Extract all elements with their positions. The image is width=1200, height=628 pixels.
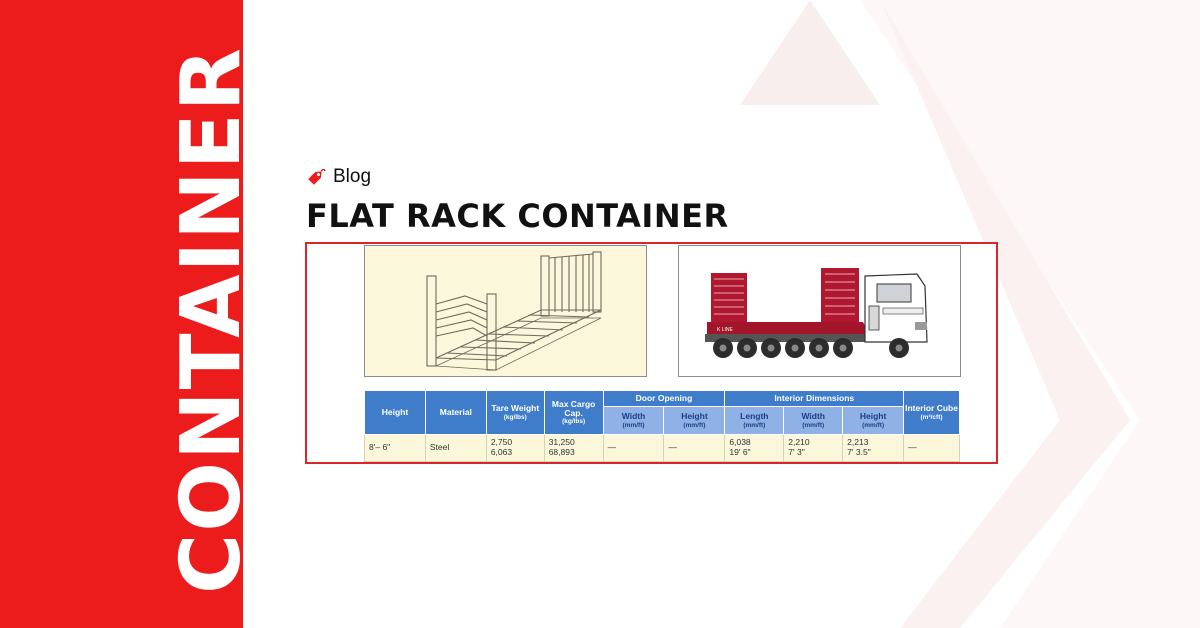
- cell-int-width-mm: 2,210: [788, 437, 810, 448]
- cell-int-length-ft: 19' 6": [729, 447, 751, 457]
- col-tare-unit: (kg/lbs): [503, 413, 527, 421]
- cell-int-width-ft: 7' 3": [788, 447, 805, 457]
- col-int-width-label: Width: [801, 411, 825, 422]
- col-int-length-label: Length: [740, 411, 769, 422]
- col-interior-dimensions: Interior Dimensions: [724, 390, 905, 407]
- cell-tare-kg: 2,750: [490, 437, 513, 448]
- col-door-width-unit: (mm/ft): [622, 421, 645, 429]
- col-height: Height: [364, 390, 426, 435]
- cell-max: 31,250 68,893: [543, 434, 604, 462]
- side-banner-text: CONTAINER: [164, 46, 243, 594]
- flat-rack-truck-drawing: K LINE: [705, 268, 928, 358]
- cell-door-width: —: [602, 434, 665, 462]
- truck-brand-text: K LINE: [717, 327, 734, 333]
- cell-door-height: —: [663, 434, 726, 462]
- col-int-length-unit: (mm/ft): [743, 421, 766, 429]
- col-door-width: Width (mm/ft): [602, 406, 665, 435]
- col-int-height: Height (mm/ft): [842, 406, 905, 435]
- category-label[interactable]: Blog: [333, 166, 372, 187]
- col-door-height: Height (mm/ft): [663, 406, 726, 435]
- table-row: 8'– 6" Steel 2,750 6,063 31,250 68,893 —…: [364, 434, 960, 462]
- category-tag[interactable]: Blog: [305, 166, 371, 188]
- featured-figure: K LINE: [305, 242, 998, 464]
- cell-tare: 2,750 6,063: [485, 434, 545, 462]
- col-door-height-label: Height: [681, 411, 708, 422]
- flat-rack-sketch-drawing: [426, 251, 602, 371]
- col-max-unit: (kg/lbs): [562, 418, 586, 426]
- cell-max-lbs: 68,893: [548, 447, 575, 457]
- col-max-cargo: Max Cargo Cap. (kg/lbs): [543, 390, 604, 435]
- cell-max-kg: 31,250: [548, 437, 575, 448]
- page-title: FLAT RACK CONTAINER: [306, 197, 729, 235]
- spec-table: Height Material Tare Weight (kg/lbs) Max…: [364, 390, 960, 462]
- col-int-height-unit: (mm/ft): [862, 421, 885, 429]
- cell-int-length-mm: 6,038: [729, 437, 751, 448]
- col-int-height-label: Height: [859, 411, 887, 422]
- cell-int-width: 2,210 7' 3": [783, 434, 844, 462]
- col-max-label: Max Cargo Cap.: [551, 398, 596, 418]
- col-tare-label: Tare Weight: [491, 403, 540, 414]
- flat-rack-sketch: [364, 245, 647, 377]
- cell-int-height-mm: 2,213: [847, 437, 869, 448]
- col-door-height-unit: (mm/ft): [683, 421, 706, 429]
- col-door-width-label: Width: [621, 411, 646, 422]
- col-int-width-unit: (mm/ft): [802, 421, 825, 429]
- col-int-width: Width (mm/ft): [783, 406, 844, 435]
- col-cube-unit: (m³/cft): [920, 413, 943, 421]
- cell-tare-lbs: 6,063: [490, 447, 513, 457]
- cell-height: 8'– 6": [364, 434, 426, 462]
- col-door-opening: Door Opening: [602, 390, 726, 407]
- cell-int-height: 2,213 7' 3.5": [842, 434, 905, 462]
- col-material: Material: [424, 390, 487, 435]
- flat-rack-truck: K LINE: [678, 245, 961, 377]
- cell-material: Steel: [424, 434, 487, 462]
- tag-icon: [308, 168, 326, 185]
- cell-int-length: 6,038 19' 6": [724, 434, 785, 462]
- col-tare: Tare Weight (kg/lbs): [485, 390, 545, 435]
- col-cube-label: Interior Cube: [905, 403, 958, 414]
- col-int-length: Length (mm/ft): [724, 406, 785, 435]
- side-banner: CONTAINER: [0, 0, 243, 628]
- cell-cube: —: [903, 434, 960, 462]
- cell-int-height-ft: 7' 3.5": [847, 447, 871, 457]
- col-interior-cube: Interior Cube (m³/cft): [903, 390, 960, 435]
